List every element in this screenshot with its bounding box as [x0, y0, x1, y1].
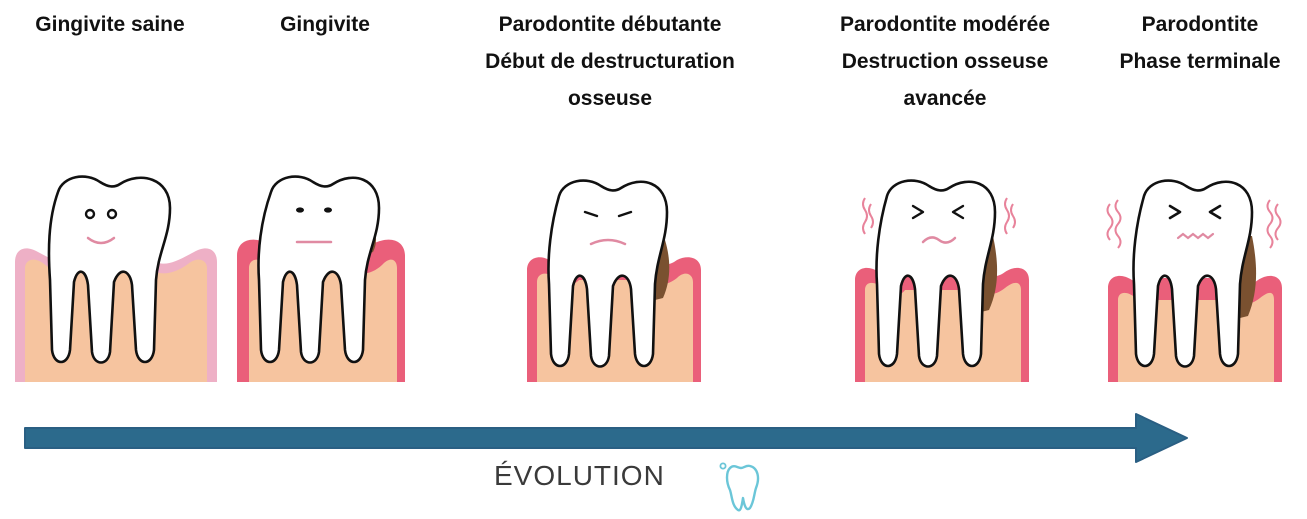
stage-title: Gingivite	[225, 6, 425, 43]
stage-subtitle-line: Phase terminale	[1093, 43, 1307, 80]
evolution-caption: ÉVOLUTION	[494, 460, 665, 492]
tooth-outline-icon	[716, 458, 766, 516]
stage-label-moderate-periodontitis: Parodontite modérée Destruction osseuse …	[800, 6, 1090, 117]
stage-title: Gingivite saine	[5, 6, 215, 43]
stage-subtitle-line: Destruction osseuse	[800, 43, 1090, 80]
stage-label-early-periodontitis: Parodontite débutante Début de destructu…	[455, 6, 765, 117]
stage-subtitle-line: Début de destructuration	[455, 43, 765, 80]
stage-label-healthy: Gingivite saine	[5, 6, 215, 43]
stage-subtitle-line: osseuse	[455, 80, 765, 117]
stage-title: Parodontite modérée	[800, 6, 1090, 43]
tooth-healthy-illustration	[0, 170, 230, 385]
stage-label-gingivitis: Gingivite	[225, 6, 425, 43]
stage-subtitle-line: avancée	[800, 80, 1090, 117]
stage-title: Parodontite	[1093, 6, 1307, 43]
stage-label-terminal-periodontitis: Parodontite Phase terminale	[1093, 6, 1307, 80]
tooth-gingivitis-illustration	[205, 170, 435, 385]
tooth-moderate-periodontitis-illustration	[835, 170, 1065, 385]
tooth-terminal-periodontitis-illustration	[1090, 170, 1307, 385]
stage-title: Parodontite débutante	[455, 6, 765, 43]
tooth-early-periodontitis-illustration	[505, 170, 735, 385]
